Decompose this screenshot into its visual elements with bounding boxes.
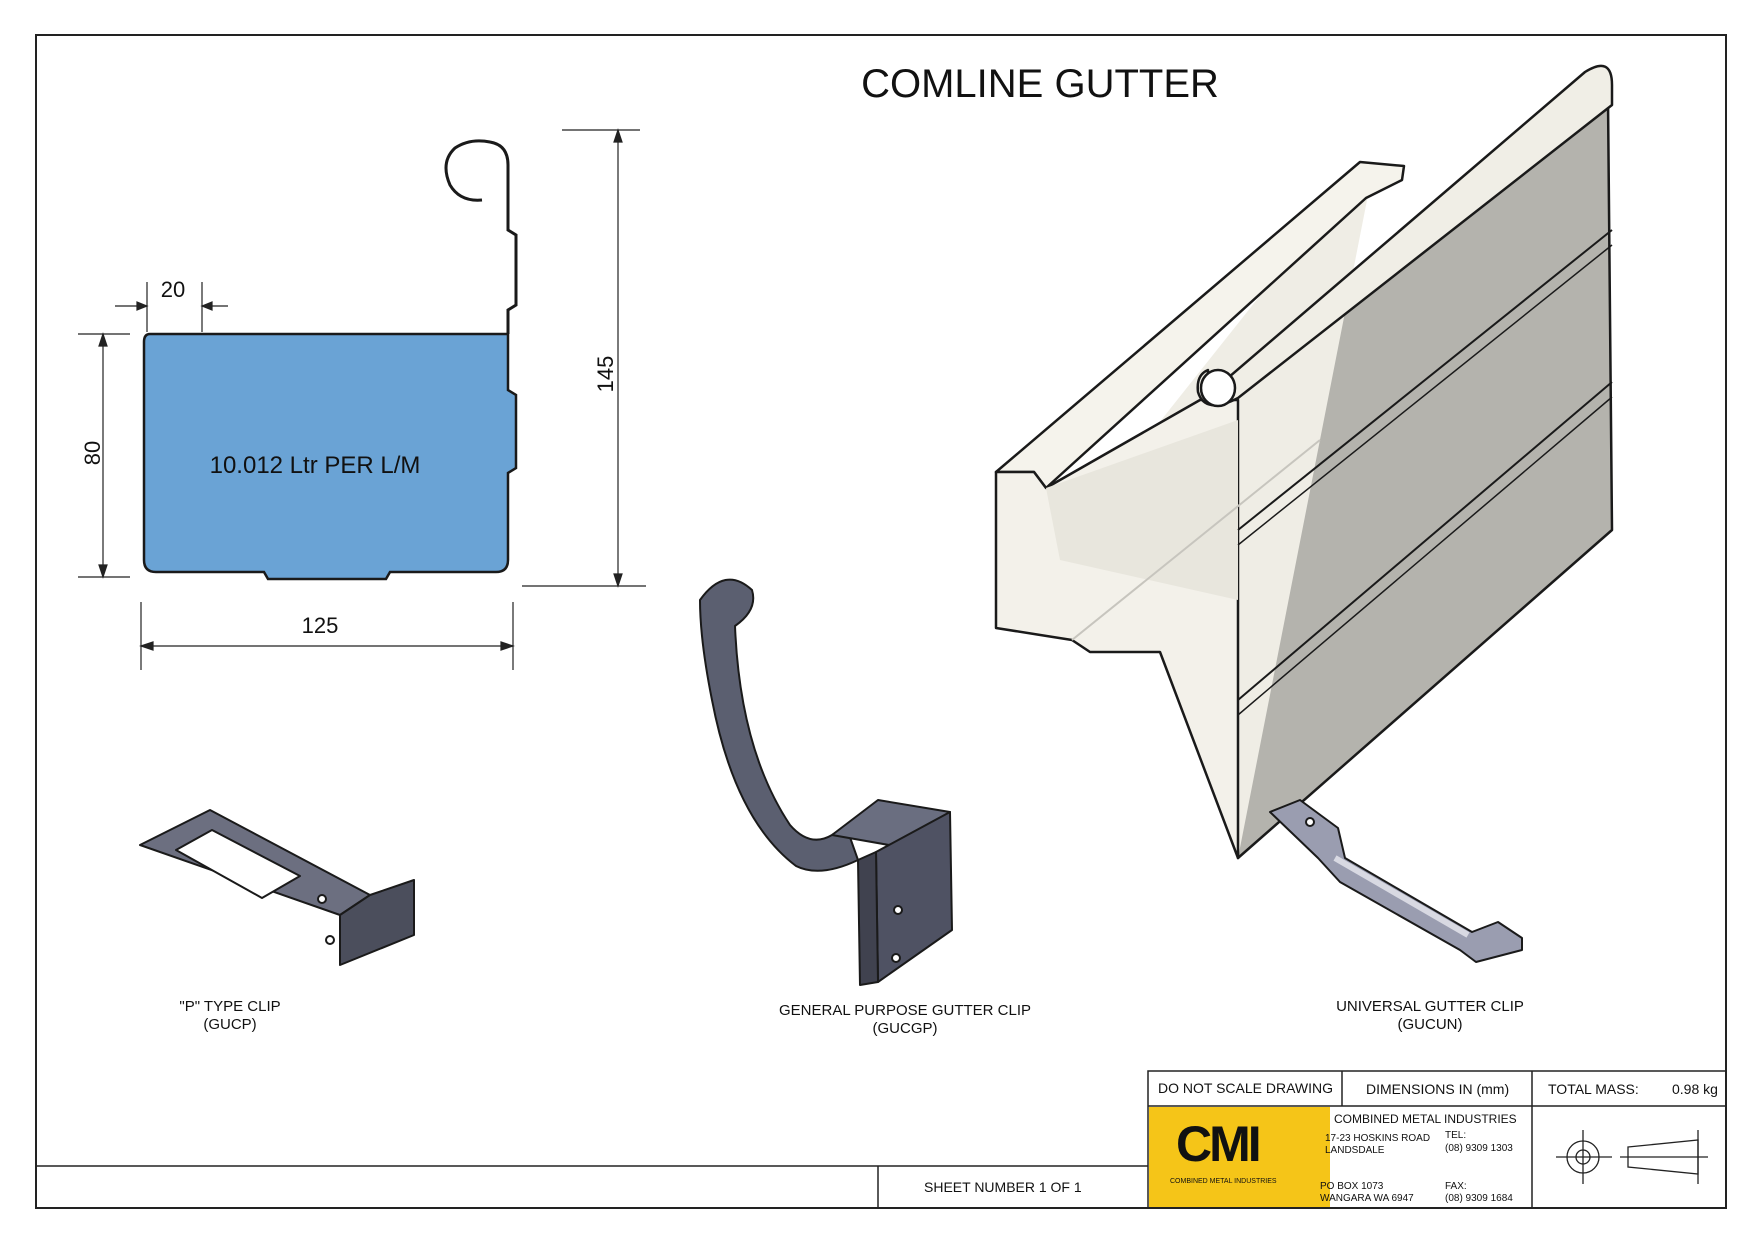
scale-note: DO NOT SCALE DRAWING (1158, 1080, 1334, 1096)
p-clip-hole-1 (317, 894, 327, 904)
tel-value: (08) 9309 1303 (1445, 1143, 1513, 1154)
section-back-wall (444, 139, 518, 334)
sheet-border (35, 34, 1727, 1209)
general-purpose-clip (699, 578, 953, 986)
gp-clip-code: (GUCGP) (872, 1020, 938, 1037)
address-line-1: 17-23 HOSKINS ROAD (1325, 1133, 1431, 1144)
gp-clip-name: GENERAL PURPOSE GUTTER CLIP (779, 1002, 1031, 1019)
dim-lip-20: 20 (160, 277, 186, 302)
dim-depth-80: 80 (80, 440, 105, 466)
universal-clip (1269, 799, 1523, 963)
address-line-2: LANDSDALE (1325, 1145, 1385, 1156)
gutter-rib-1 (1237, 229, 1613, 531)
p-clip-upstand (339, 879, 415, 966)
gp-clip-hole-1 (893, 905, 903, 915)
capacity-label: 10.012 Ltr PER L/M (209, 452, 421, 479)
p-clip-name: "P" TYPE CLIP (179, 998, 281, 1015)
gutter-rib-4 (1237, 396, 1613, 716)
cmi-logo-panel (1149, 1107, 1330, 1207)
cmi-logo-subtext: COMBINED METAL INDUSTRIES (1170, 1178, 1277, 1185)
universal-clip-channel (1333, 855, 1470, 938)
universal-clip-hole (1305, 817, 1315, 827)
company-name: COMBINED METAL INDUSTRIES (1334, 1112, 1517, 1126)
tel-label: TEL: (1445, 1130, 1467, 1141)
projection-symbol-icon (1556, 1130, 1708, 1184)
p-type-clip (139, 809, 415, 966)
universal-clip-name: UNIVERSAL GUTTER CLIP (1336, 998, 1524, 1015)
mass-value: 0.98 kg (1672, 1081, 1718, 1097)
gutter-floor-crease (1071, 439, 1321, 641)
dim-height-145: 145 (593, 355, 618, 393)
p-clip-hole-2 (325, 935, 335, 945)
units-note: DIMENSIONS IN (mm) (1366, 1081, 1510, 1097)
gp-clip-hole-2 (891, 953, 901, 963)
section-fill (142, 332, 518, 581)
sheet-number: SHEET NUMBER 1 OF 1 (924, 1179, 1082, 1195)
universal-clip-code: (GUCUN) (1397, 1016, 1463, 1033)
drawing-title: COMLINE GUTTER (861, 62, 1219, 106)
cmi-logo: CMI (1176, 1116, 1262, 1172)
gp-clip-bracket-side (857, 851, 879, 986)
gutter-rib-2 (1237, 244, 1613, 546)
mass-label: TOTAL MASS: (1548, 1081, 1639, 1097)
gutter-bead-end (1199, 368, 1237, 408)
title-block (36, 1070, 1727, 1209)
gutter-inner-wall (1046, 420, 1238, 600)
po-box-line-1: PO BOX 1073 (1320, 1181, 1384, 1192)
po-box-line-2: WANGARA WA 6947 (1320, 1193, 1414, 1204)
dimension-lines (78, 128, 646, 670)
gp-clip-strap (699, 578, 859, 872)
fax-label: FAX: (1445, 1181, 1467, 1192)
fax-value: (08) 9309 1684 (1445, 1193, 1513, 1204)
gutter-rib-3 (1237, 381, 1613, 701)
gutter-3d-view (994, 64, 1614, 860)
p-clip-code: (GUCP) (203, 1016, 257, 1033)
universal-clip-body (1269, 799, 1523, 963)
p-clip-slot (175, 829, 301, 899)
dim-width-125: 125 (301, 613, 339, 638)
gutter-cross-section (78, 128, 646, 670)
